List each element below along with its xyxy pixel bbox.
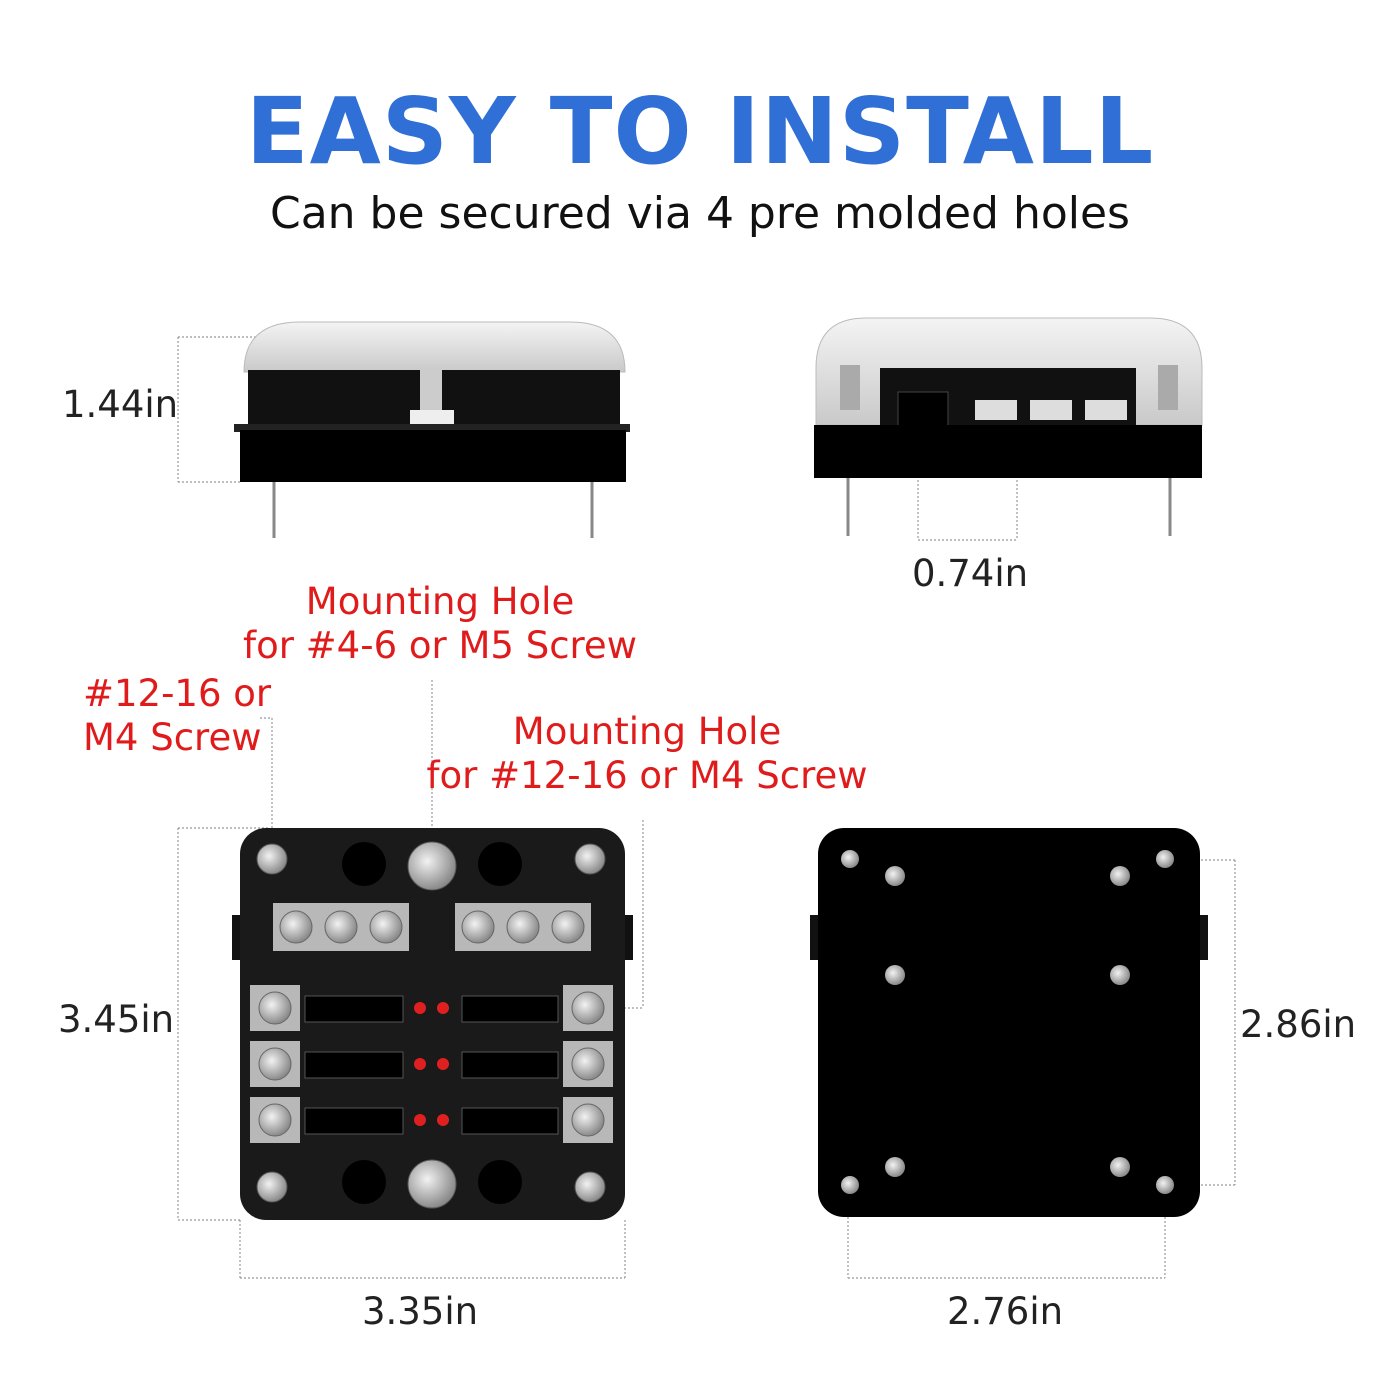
led-indicators bbox=[414, 1002, 449, 1126]
page-subtitle: Can be secured via 4 pre molded holes bbox=[270, 188, 1130, 239]
back-view bbox=[810, 828, 1208, 1217]
dimension-hole-height: 2.86in bbox=[1240, 1003, 1357, 1046]
callout-side-hole: Mounting Hole for #12-16 or M4 Screw bbox=[426, 710, 867, 798]
side-view-end bbox=[814, 317, 1203, 536]
fuse-slots bbox=[250, 985, 613, 1143]
callout-line: for #12-16 or M4 Screw bbox=[426, 754, 868, 797]
callout-corner-screw: #12-16 or M4 Screw bbox=[83, 672, 271, 760]
dimension-hole-width: 2.76in bbox=[946, 1290, 1064, 1333]
dimension-height-side: 1.44in bbox=[62, 383, 179, 426]
callout-line: #12-16 or bbox=[83, 672, 272, 715]
callout-line: Mounting Hole bbox=[512, 710, 782, 753]
page-title: EASY TO INSTALL bbox=[245, 78, 1155, 185]
callout-line: M4 Screw bbox=[83, 716, 262, 759]
dimension-terminal-spacing: 0.74in bbox=[911, 552, 1029, 595]
callout-line: Mounting Hole bbox=[305, 580, 575, 623]
dimension-front-height: 3.45in bbox=[58, 998, 175, 1041]
side-view-front bbox=[234, 321, 630, 538]
callout-center-hole: Mounting Hole for #4-6 or M5 Screw bbox=[243, 580, 637, 668]
top-view-fuse-block bbox=[232, 828, 633, 1220]
callout-line: for #4-6 or M5 Screw bbox=[243, 624, 637, 667]
dimension-lines bbox=[177, 336, 1236, 1279]
dimension-front-width: 3.35in bbox=[361, 1290, 479, 1333]
